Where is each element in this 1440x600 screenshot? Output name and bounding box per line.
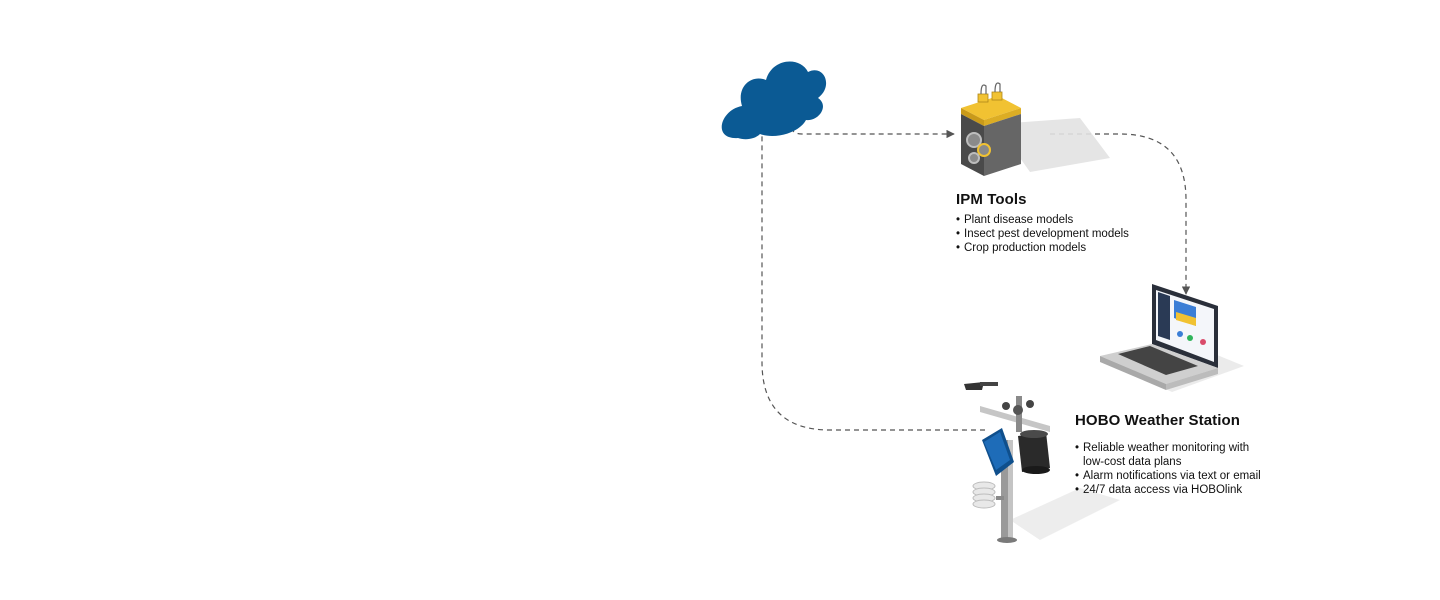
connector-ipm-to-laptop bbox=[1050, 133, 1191, 295]
list-item: Alarm notifications via text or email bbox=[1075, 469, 1261, 483]
ipm-tools-list: Plant disease models Insect pest develop… bbox=[956, 213, 1129, 255]
radiation-shield bbox=[972, 481, 1004, 509]
ipm-tools-title: IPM Tools bbox=[956, 191, 1027, 208]
hobo-station-title: HOBO Weather Station bbox=[1075, 412, 1241, 429]
ipm-server-icon bbox=[961, 82, 1110, 176]
list-item: Reliable weather monitoring with bbox=[1075, 441, 1261, 455]
laptop-icon bbox=[1100, 284, 1244, 392]
list-item: Insect pest development models bbox=[956, 227, 1129, 241]
list-item: 24/7 data access via HOBOlink bbox=[1075, 483, 1261, 497]
list-item: Plant disease models bbox=[956, 213, 1129, 227]
list-item: Crop production models bbox=[956, 241, 1129, 255]
connector-station-to-cloud bbox=[757, 101, 985, 431]
hobo-station-list: Reliable weather monitoring with low-cos… bbox=[1075, 441, 1261, 497]
list-item: low-cost data plans bbox=[1083, 456, 1182, 468]
weather-station-icon bbox=[964, 382, 1120, 543]
cloud-icon bbox=[721, 61, 827, 140]
